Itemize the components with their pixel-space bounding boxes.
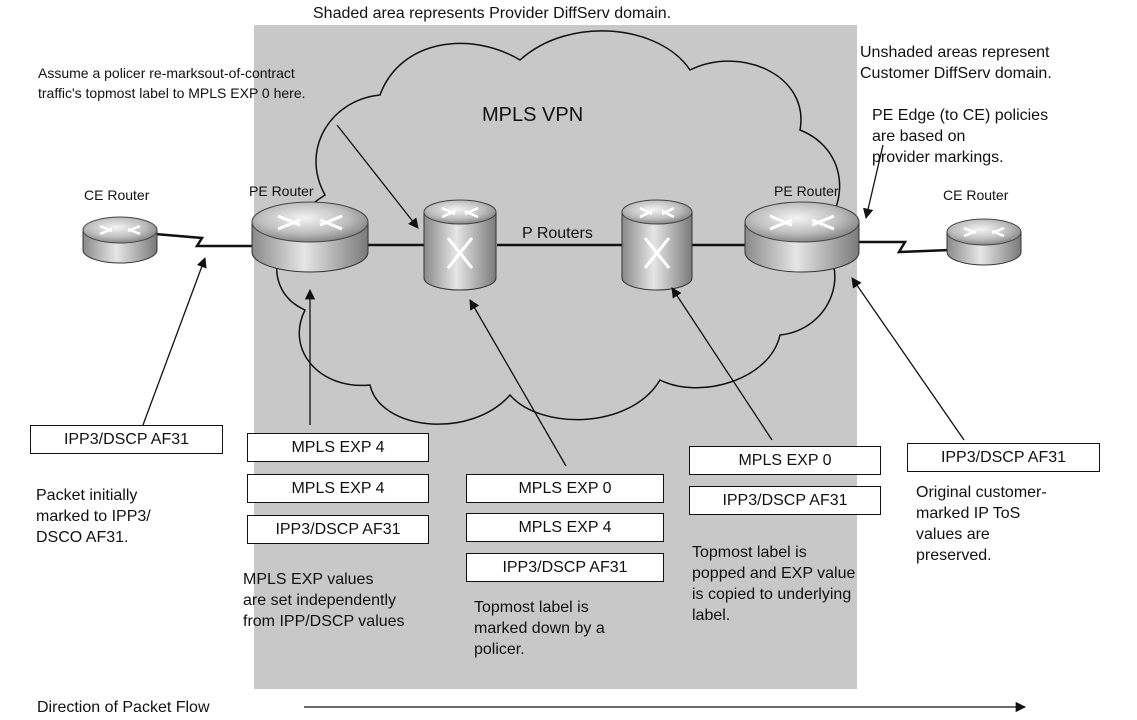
- stack-p-right-item: MPLS EXP 0: [689, 446, 881, 475]
- note-ce-right-line2: marked IP ToS: [916, 505, 1021, 522]
- arrow-p-left-stack: [469, 299, 567, 467]
- router-icon-pe-left[interactable]: [251, 201, 369, 273]
- note-ce-left-line2: marked to IPP3/: [36, 508, 151, 525]
- policer-note-line2: traffic's topmost label to MPLS EXP 0 he…: [38, 85, 306, 101]
- note-p-left-line2: marked down by a: [474, 620, 605, 637]
- stack-p-left-item: MPLS EXP 4: [466, 513, 664, 542]
- stack-p-left-item: MPLS EXP 0: [466, 474, 664, 503]
- arrow-p-right-stack: [671, 287, 773, 441]
- arrow-pe-edge-note: [863, 144, 884, 220]
- stack-p-right-item: IPP3/DSCP AF31: [689, 486, 881, 515]
- arrow-policer-note: [336, 124, 419, 229]
- packet-flow-label: Direction of Packet Flow: [37, 699, 210, 716]
- mpls-vpn-label: MPLS VPN: [482, 104, 584, 126]
- router-icon-p-right[interactable]: [621, 199, 693, 291]
- pe-router-right-label: PE Router: [774, 183, 839, 199]
- pe-edge-note-line1: PE Edge (to CE) policies: [872, 107, 1049, 124]
- serial-link-left: [154, 232, 252, 248]
- note-ce-left-line1: Packet initially: [36, 487, 138, 504]
- arrow-ce-left-stack: [142, 257, 207, 426]
- serial-link-right: [858, 240, 951, 254]
- policer-note-line1: Assume a policer re-marksout-of-contract: [38, 65, 295, 81]
- note-pe-left-line1: MPLS EXP values: [243, 571, 374, 588]
- pe-edge-note-line2: are based on: [872, 128, 966, 145]
- note-pe-left-line3: from IPP/DSCP values: [243, 613, 405, 630]
- pe-edge-note-line3: provider markings.: [872, 149, 1004, 166]
- note-ce-right-line1: Original customer-: [916, 484, 1047, 501]
- stack-pe-left-item: MPLS EXP 4: [247, 474, 429, 503]
- stack-ce-left-item: IPP3/DSCP AF31: [30, 425, 223, 454]
- router-icon-ce-right[interactable]: [946, 218, 1022, 266]
- note-pe-left-line2: are set independently: [243, 592, 396, 609]
- note-p-right-line2: popped and EXP value: [692, 565, 856, 582]
- pe-router-left-label: PE Router: [249, 183, 314, 199]
- router-icon-pe-right[interactable]: [744, 201, 860, 273]
- note-p-left-line1: Topmost label is: [474, 599, 589, 616]
- note-p-right-line4: label.: [692, 607, 731, 624]
- stack-p-left-item: IPP3/DSCP AF31: [466, 553, 664, 582]
- ce-router-left-label: CE Router: [84, 187, 150, 203]
- router-icon-p-left[interactable]: [423, 199, 497, 291]
- router-icon-ce-left[interactable]: [82, 216, 158, 264]
- customer-domain-note-line2: Customer DiffServ domain.: [860, 65, 1052, 82]
- stack-pe-left-item: IPP3/DSCP AF31: [247, 515, 429, 544]
- note-p-right-line1: Topmost label is: [692, 544, 807, 561]
- customer-domain-note-line1: Unshaded areas represent: [860, 44, 1050, 61]
- note-ce-left-line3: DSCO AF31.: [36, 529, 129, 546]
- p-routers-label: P Routers: [522, 225, 593, 242]
- provider-domain-note: Shaded area represents Provider DiffServ…: [313, 5, 672, 22]
- note-p-left-line3: policer.: [474, 641, 525, 658]
- stack-pe-left-item: MPLS EXP 4: [247, 433, 429, 462]
- stack-ce-right-item: IPP3/DSCP AF31: [907, 443, 1100, 472]
- note-ce-right-line3: values are: [916, 526, 990, 543]
- note-p-right-line3: is copied to underlying: [692, 586, 852, 603]
- mpls-vpn-cloud: [275, 30, 841, 425]
- ce-router-right-label: CE Router: [943, 187, 1009, 203]
- arrow-ce-right-stack: [851, 277, 965, 441]
- note-ce-right-line4: preserved.: [916, 547, 992, 564]
